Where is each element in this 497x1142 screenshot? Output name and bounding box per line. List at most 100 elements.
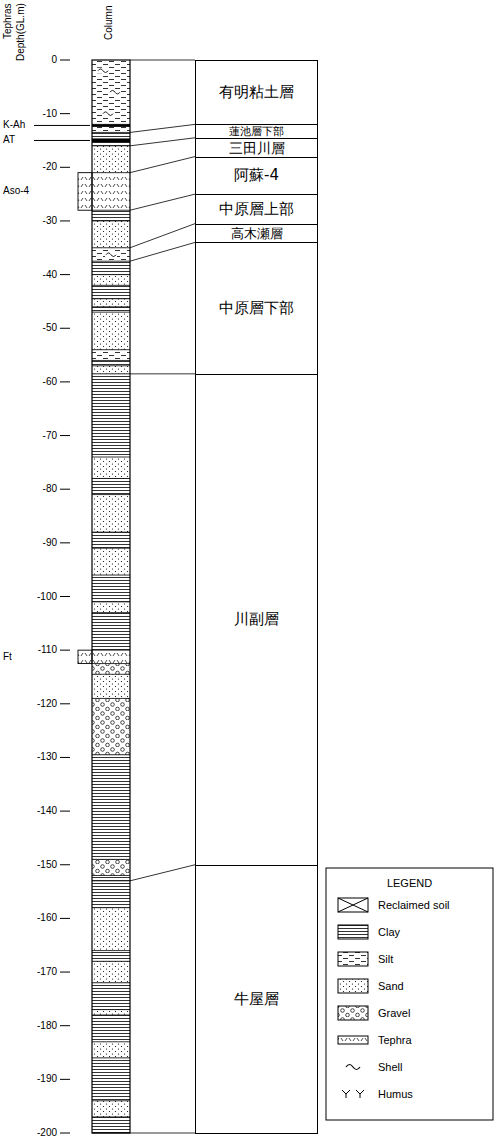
- depth-label: -120: [37, 699, 57, 709]
- lithology-layer: [92, 875, 130, 880]
- unit-name: 牛屋層: [234, 992, 279, 1007]
- depth-label: -40: [43, 270, 57, 280]
- correlation-line: [130, 194, 195, 210]
- unit-box: 牛屋層: [195, 865, 318, 1134]
- unit-box: 阿蘇-4: [195, 157, 318, 196]
- shell-ground: [102, 111, 114, 117]
- legend-text: Silt: [378, 954, 393, 965]
- tephra-bracket: [78, 173, 92, 211]
- unit-name: 川副層: [234, 612, 279, 627]
- legend-text: Shell: [378, 1062, 402, 1073]
- lithology-layer: [92, 366, 130, 374]
- swatch-box: [338, 979, 368, 993]
- lithology-layer: [92, 248, 130, 261]
- correlation-line: [130, 60, 195, 61]
- depth-tick: [60, 1025, 70, 1026]
- depth-label: -160: [37, 913, 57, 923]
- correlation-line: [130, 373, 195, 374]
- legend-swatch: [342, 1090, 364, 1098]
- lithology-layer: [92, 312, 130, 350]
- correlation-line: [130, 157, 195, 173]
- depth-tick: [60, 328, 70, 329]
- lithology-layer: [92, 983, 130, 1010]
- depth-label: -180: [37, 1021, 57, 1031]
- lithology-layer: [92, 495, 130, 533]
- tephra-bracket: [78, 650, 92, 663]
- swatch-box: [338, 952, 368, 966]
- tephra-label: AT: [3, 135, 15, 145]
- lithology-layer: [92, 1010, 130, 1015]
- depth-tick: [60, 596, 70, 597]
- depth-tick: [60, 274, 70, 275]
- legend-swatch: [338, 979, 368, 993]
- depth-label: -100: [37, 592, 57, 602]
- lithology-layer: [92, 1058, 130, 1101]
- depth-label: -110: [38, 645, 57, 655]
- depth-label: -130: [37, 752, 57, 762]
- lithology-layer: [92, 1015, 130, 1042]
- unit-name: 蓮池層下部: [229, 126, 284, 137]
- depth-label: -140: [37, 806, 57, 816]
- correlation-line: [130, 865, 195, 881]
- swatch-humus: [342, 1090, 364, 1098]
- lithology-layer: [92, 1042, 130, 1058]
- swatch-box: [338, 1036, 368, 1044]
- depth-tick: [60, 60, 70, 61]
- shell-symbol: [106, 253, 116, 257]
- swatch-box: [338, 898, 368, 912]
- legend-frame: [326, 868, 493, 1120]
- unit-box: 中原層下部: [195, 242, 318, 374]
- lithology-layer: [92, 859, 130, 875]
- lithology-layer: [92, 261, 130, 274]
- lithology-layer: [92, 532, 130, 548]
- depth-label: -20: [43, 162, 57, 172]
- shell-ground: [105, 252, 117, 258]
- unit-box: 蓮池層下部: [195, 124, 318, 138]
- depth-label: -30: [43, 216, 57, 226]
- legend-text: Clay: [378, 927, 400, 938]
- depth-tick: [60, 811, 70, 812]
- unit-box: 高木瀬層: [195, 224, 318, 244]
- lithology-layer: [92, 908, 130, 951]
- tephra-label: Aso-4: [3, 186, 29, 196]
- tephra-label: Ft: [3, 652, 12, 662]
- legend-swatch: [338, 898, 368, 912]
- tephra-label: K-Ah: [3, 120, 25, 130]
- legend-text: Sand: [378, 981, 404, 992]
- swatch-cross: [338, 898, 368, 912]
- unit-name: 有明粘土層: [219, 85, 294, 100]
- unit-name: 阿蘇-4: [234, 168, 279, 183]
- swatch-box: [338, 925, 368, 939]
- unit-name: 三田川層: [229, 141, 285, 155]
- lithology-layer: [92, 478, 130, 494]
- depth-tick: [60, 167, 70, 168]
- legend-swatch: [346, 1065, 360, 1070]
- lithology-layer: [92, 285, 130, 298]
- legend-swatch: [338, 952, 368, 966]
- depth-label: -70: [43, 431, 57, 441]
- swatch-box: [338, 1006, 368, 1020]
- correlation-line: [130, 224, 195, 248]
- depth-tick: [60, 918, 70, 919]
- lithology-layer: [92, 961, 130, 982]
- unit-name: 中原層上部: [219, 202, 294, 217]
- depth-tick: [60, 757, 70, 758]
- unit-name: 中原層下部: [219, 301, 294, 316]
- depth-tick: [60, 435, 70, 436]
- legend-text: Humus: [378, 1089, 413, 1100]
- correlation-line: [130, 138, 195, 146]
- depth-tick: [60, 703, 70, 704]
- axis-header: Column: [104, 6, 114, 40]
- lithology-layer: [92, 374, 130, 457]
- lithology-layer: [92, 139, 130, 142]
- lithology-layer: [92, 698, 130, 754]
- depth-label: -50: [43, 323, 57, 333]
- legend-swatch: [338, 1006, 368, 1020]
- depth-label: -10: [43, 109, 57, 119]
- tephra-leader: [34, 140, 90, 141]
- depth-tick: [60, 542, 70, 543]
- legend-text: Reclaimed soil: [378, 900, 450, 911]
- unit-box: 三田川層: [195, 138, 318, 158]
- unit-box: 川副層: [195, 374, 318, 866]
- depth-label: -150: [37, 860, 57, 870]
